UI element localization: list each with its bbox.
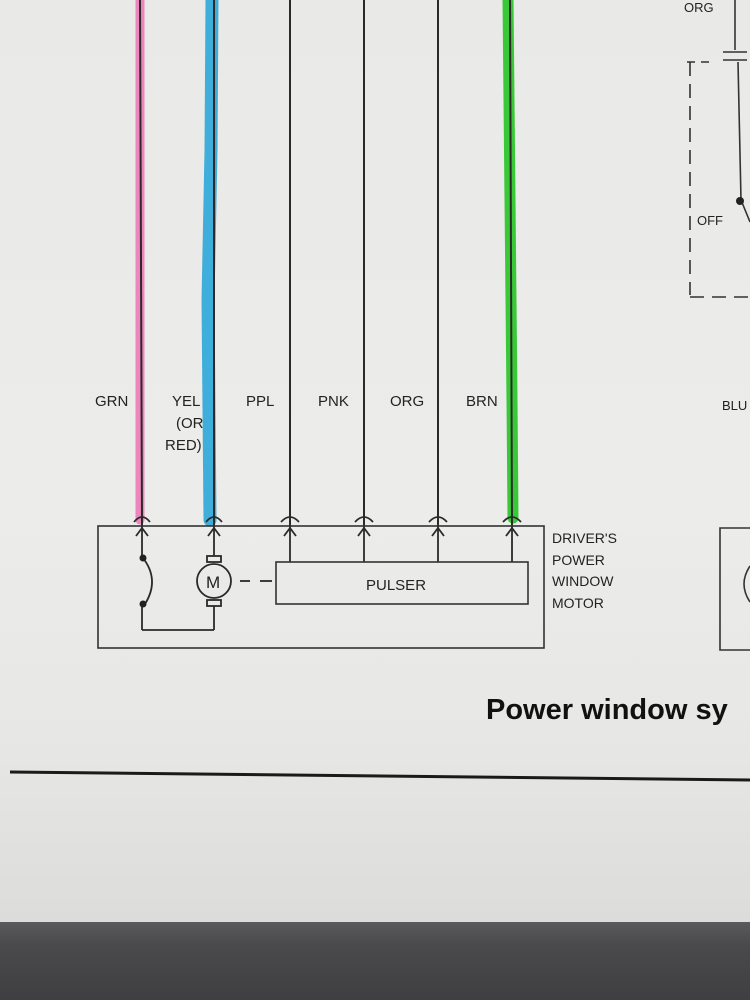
- right-switch-contact: [736, 197, 744, 205]
- pulser-input-arrows: [135, 526, 519, 562]
- wire-label-grn: GRN: [95, 393, 128, 410]
- right-blu-label: BLU: [722, 398, 747, 413]
- wire-label-yel: YEL: [172, 393, 200, 410]
- wire-label-yel-red: RED): [165, 437, 202, 454]
- pulser-box: [275, 561, 529, 605]
- wire-label-ppl: PPL: [246, 393, 274, 410]
- switch-contact-bottom: [139, 600, 147, 608]
- diagram-caption: Power window sy: [486, 694, 728, 726]
- paper-sheet: [0, 0, 750, 922]
- wire-label-brn: BRN: [466, 393, 498, 410]
- grn-wire: [139, 0, 143, 528]
- motor-component-box: [97, 525, 545, 649]
- component-name-line4: MOTOR: [552, 595, 604, 611]
- component-name-line3: WINDOW: [552, 573, 614, 589]
- brn-wire: [509, 0, 513, 528]
- right-org-label: ORG: [684, 0, 714, 15]
- limit-switch-symbol: [141, 527, 214, 631]
- wire-label-pnk: PNK: [318, 393, 349, 410]
- switch-contact-top: [139, 554, 147, 562]
- pulser-label: PULSER: [366, 577, 426, 594]
- motor-letter: M: [206, 573, 220, 592]
- right-component-box: [719, 527, 750, 651]
- wire-label-org: ORG: [390, 393, 424, 410]
- desk-background: [0, 922, 750, 1000]
- right-switch-outline: [687, 0, 750, 298]
- component-name-line2: POWER: [552, 552, 605, 568]
- connector-terminals: [133, 516, 522, 523]
- motor-symbol: [196, 527, 272, 630]
- section-rule: [9, 770, 750, 782]
- component-name-line1: DRIVER'S: [552, 530, 617, 546]
- yel-wire-highlight: [201, 0, 219, 527]
- wire-label-yel-or: (OR: [176, 415, 204, 432]
- right-off-label: OFF: [697, 213, 723, 228]
